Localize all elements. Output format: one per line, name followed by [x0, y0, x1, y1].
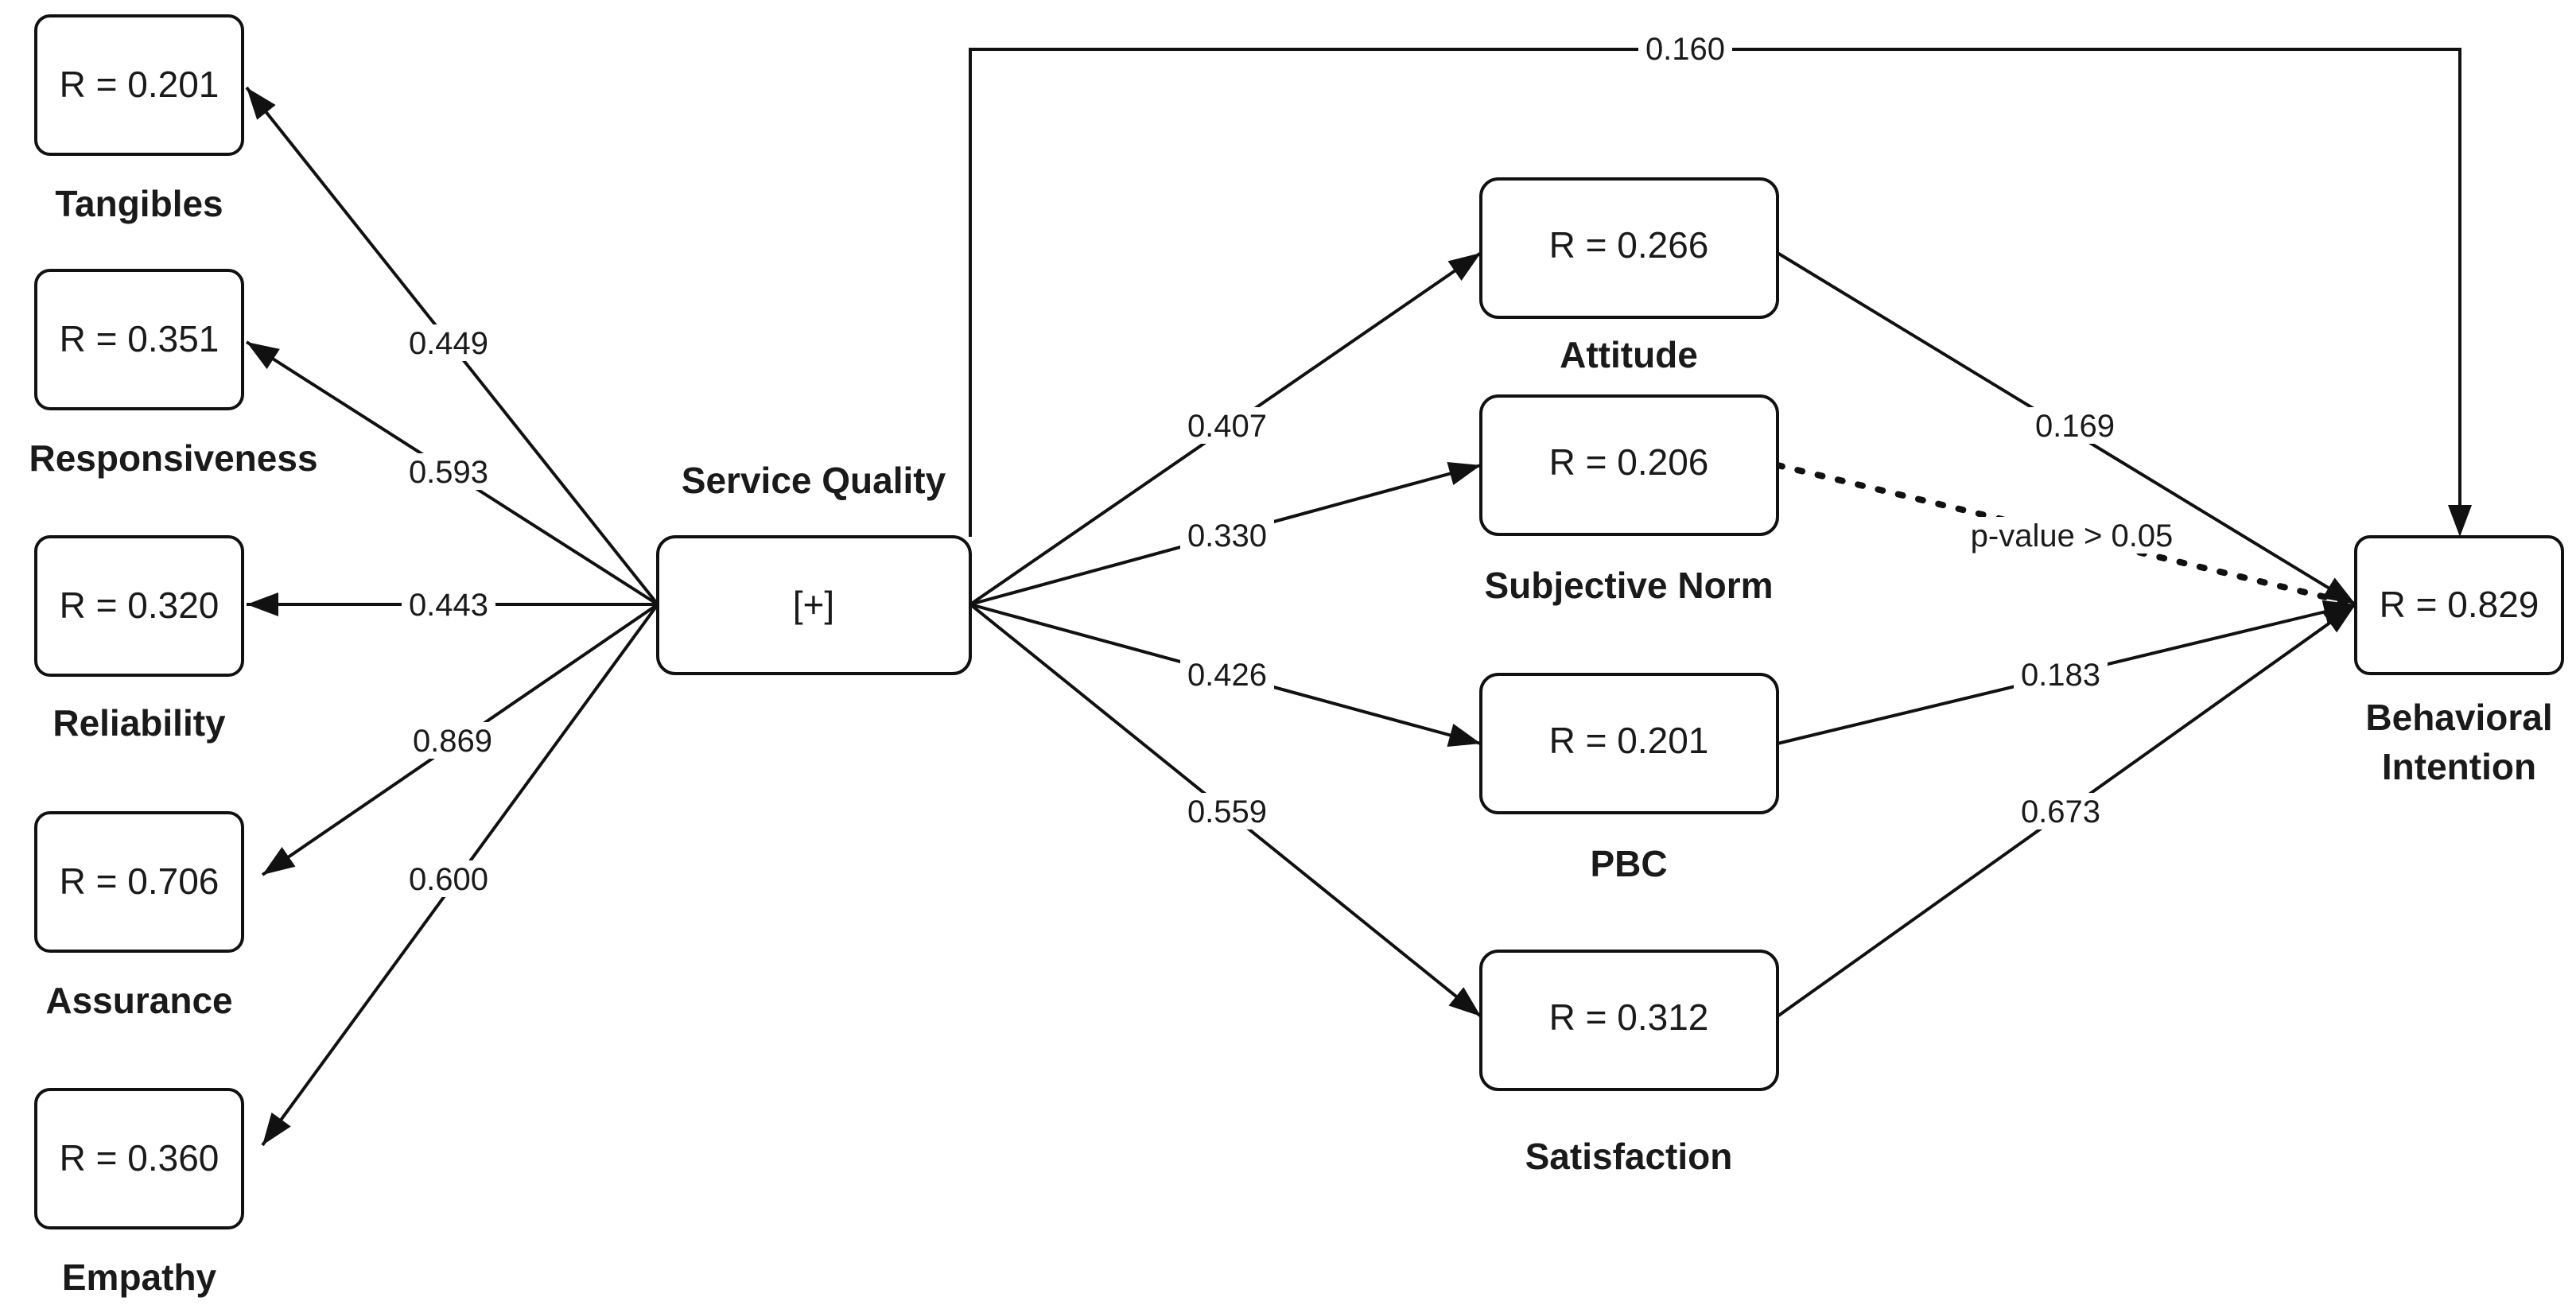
nodes: R = 0.201 Tangibles R = 0.351 Responsive…	[29, 14, 2564, 1298]
edge-label-sq-attitude: 0.407	[1180, 407, 1274, 444]
node-tangibles: R = 0.201 Tangibles	[34, 14, 244, 224]
edge-label-sq-bi: 0.160	[1638, 30, 1732, 67]
edge-label-satisfaction-bi: 0.673	[2014, 793, 2108, 829]
edge-label-sq-responsiveness: 0.593	[402, 453, 495, 490]
node-pbc-value: R = 0.201	[1549, 720, 1709, 761]
node-reliability-value: R = 0.320	[60, 585, 220, 626]
arrowhead-empathy	[262, 1112, 291, 1145]
svg-text:0.330: 0.330	[1187, 519, 1267, 554]
node-subjective-norm-value: R = 0.206	[1549, 441, 1709, 483]
arrowhead-satisfaction	[1448, 987, 1481, 1016]
arrowhead-bi-from-sq	[2448, 505, 2472, 537]
node-satisfaction-value: R = 0.312	[1549, 996, 1709, 1038]
node-assurance-value: R = 0.706	[60, 860, 220, 902]
edge-label-sq-reliability: 0.443	[402, 586, 495, 623]
node-attitude: R = 0.266 Attitude	[1479, 177, 1779, 375]
arrowhead-assurance	[262, 847, 296, 875]
svg-text:0.449: 0.449	[409, 326, 488, 361]
node-reliability: R = 0.320 Reliability	[34, 535, 244, 744]
arrowhead-tangibles	[247, 87, 276, 120]
node-service-quality-value: [+]	[793, 584, 834, 625]
node-assurance: R = 0.706 Assurance	[34, 811, 244, 1021]
edge-label-sq-pbc: 0.426	[1180, 656, 1274, 693]
arrowhead-responsiveness	[247, 342, 280, 370]
node-behavioral-intention: R = 0.829 Behavioral Intention	[2354, 535, 2564, 787]
edge-label-pbc-bi: 0.183	[2014, 656, 2108, 693]
svg-text:0.600: 0.600	[409, 862, 488, 897]
node-pbc-name: PBC	[1590, 843, 1667, 884]
arrowheads	[247, 87, 2472, 1145]
node-service-quality: [+] Service Quality	[656, 460, 972, 675]
node-subjective-norm: R = 0.206 Subjective Norm	[1479, 394, 1779, 606]
node-empathy-name: Empathy	[62, 1257, 217, 1298]
node-attitude-value: R = 0.266	[1549, 224, 1709, 266]
node-pbc: R = 0.201 PBC	[1479, 673, 1779, 884]
node-satisfaction: R = 0.312 Satisfaction	[1479, 950, 1779, 1177]
edge-label-sq-satisfaction: 0.559	[1180, 793, 1274, 829]
arrowhead-subjective-norm	[1447, 462, 1481, 485]
edges	[245, 48, 2461, 1147]
arrowhead-reliability	[247, 592, 278, 616]
node-behavioral-intention-value: R = 0.829	[2380, 584, 2539, 625]
edge-label-attitude-bi: 0.169	[2028, 407, 2122, 444]
edge-label-sq-empathy: 0.600	[402, 860, 495, 897]
node-responsiveness-name: Responsiveness	[29, 437, 317, 479]
svg-text:0.407: 0.407	[1187, 409, 1267, 444]
node-behavioral-intention-name-line1: Behavioral	[2365, 697, 2552, 738]
edge-label-sq-tangibles: 0.449	[402, 324, 495, 361]
node-service-quality-name: Service Quality	[682, 460, 946, 501]
node-satisfaction-name: Satisfaction	[1525, 1136, 1733, 1177]
arrowhead-bi-from-attitude	[2322, 577, 2356, 604]
svg-text:p-value > 0.05: p-value > 0.05	[1971, 519, 2174, 554]
arrowhead-pbc	[1447, 724, 1481, 747]
edge-labels: 0.449 0.593 0.443 0.869 0.600 0.407 0.33…	[402, 30, 2203, 897]
svg-text:0.559: 0.559	[1187, 794, 1267, 829]
svg-text:0.443: 0.443	[409, 588, 488, 623]
arrowhead-bi-from-satisfaction	[2322, 604, 2356, 633]
node-empathy-value: R = 0.360	[60, 1137, 220, 1179]
edge-label-sq-assurance: 0.869	[406, 722, 499, 759]
edge-label-sq-subjective-norm: 0.330	[1180, 517, 1274, 554]
svg-text:0.169: 0.169	[2035, 409, 2115, 444]
svg-text:0.426: 0.426	[1187, 658, 1267, 693]
node-responsiveness-value: R = 0.351	[60, 318, 220, 359]
svg-text:0.593: 0.593	[409, 455, 488, 490]
node-subjective-norm-name: Subjective Norm	[1485, 565, 1774, 606]
node-attitude-name: Attitude	[1560, 334, 1698, 375]
node-behavioral-intention-name-line2: Intention	[2382, 746, 2536, 787]
node-tangibles-value: R = 0.201	[60, 64, 220, 105]
node-reliability-name: Reliability	[52, 702, 226, 744]
edge-label-subjective-norm-bi: p-value > 0.05	[1941, 517, 2203, 554]
svg-text:0.160: 0.160	[1645, 32, 1725, 67]
node-tangibles-name: Tangibles	[55, 183, 223, 224]
node-responsiveness: R = 0.351 Responsiveness	[29, 269, 318, 479]
arrowhead-attitude	[1447, 253, 1481, 282]
node-assurance-name: Assurance	[45, 980, 232, 1021]
svg-text:0.869: 0.869	[413, 724, 492, 759]
svg-text:0.183: 0.183	[2021, 658, 2100, 693]
svg-text:0.673: 0.673	[2021, 794, 2100, 829]
node-empathy: R = 0.360 Empathy	[34, 1088, 244, 1298]
